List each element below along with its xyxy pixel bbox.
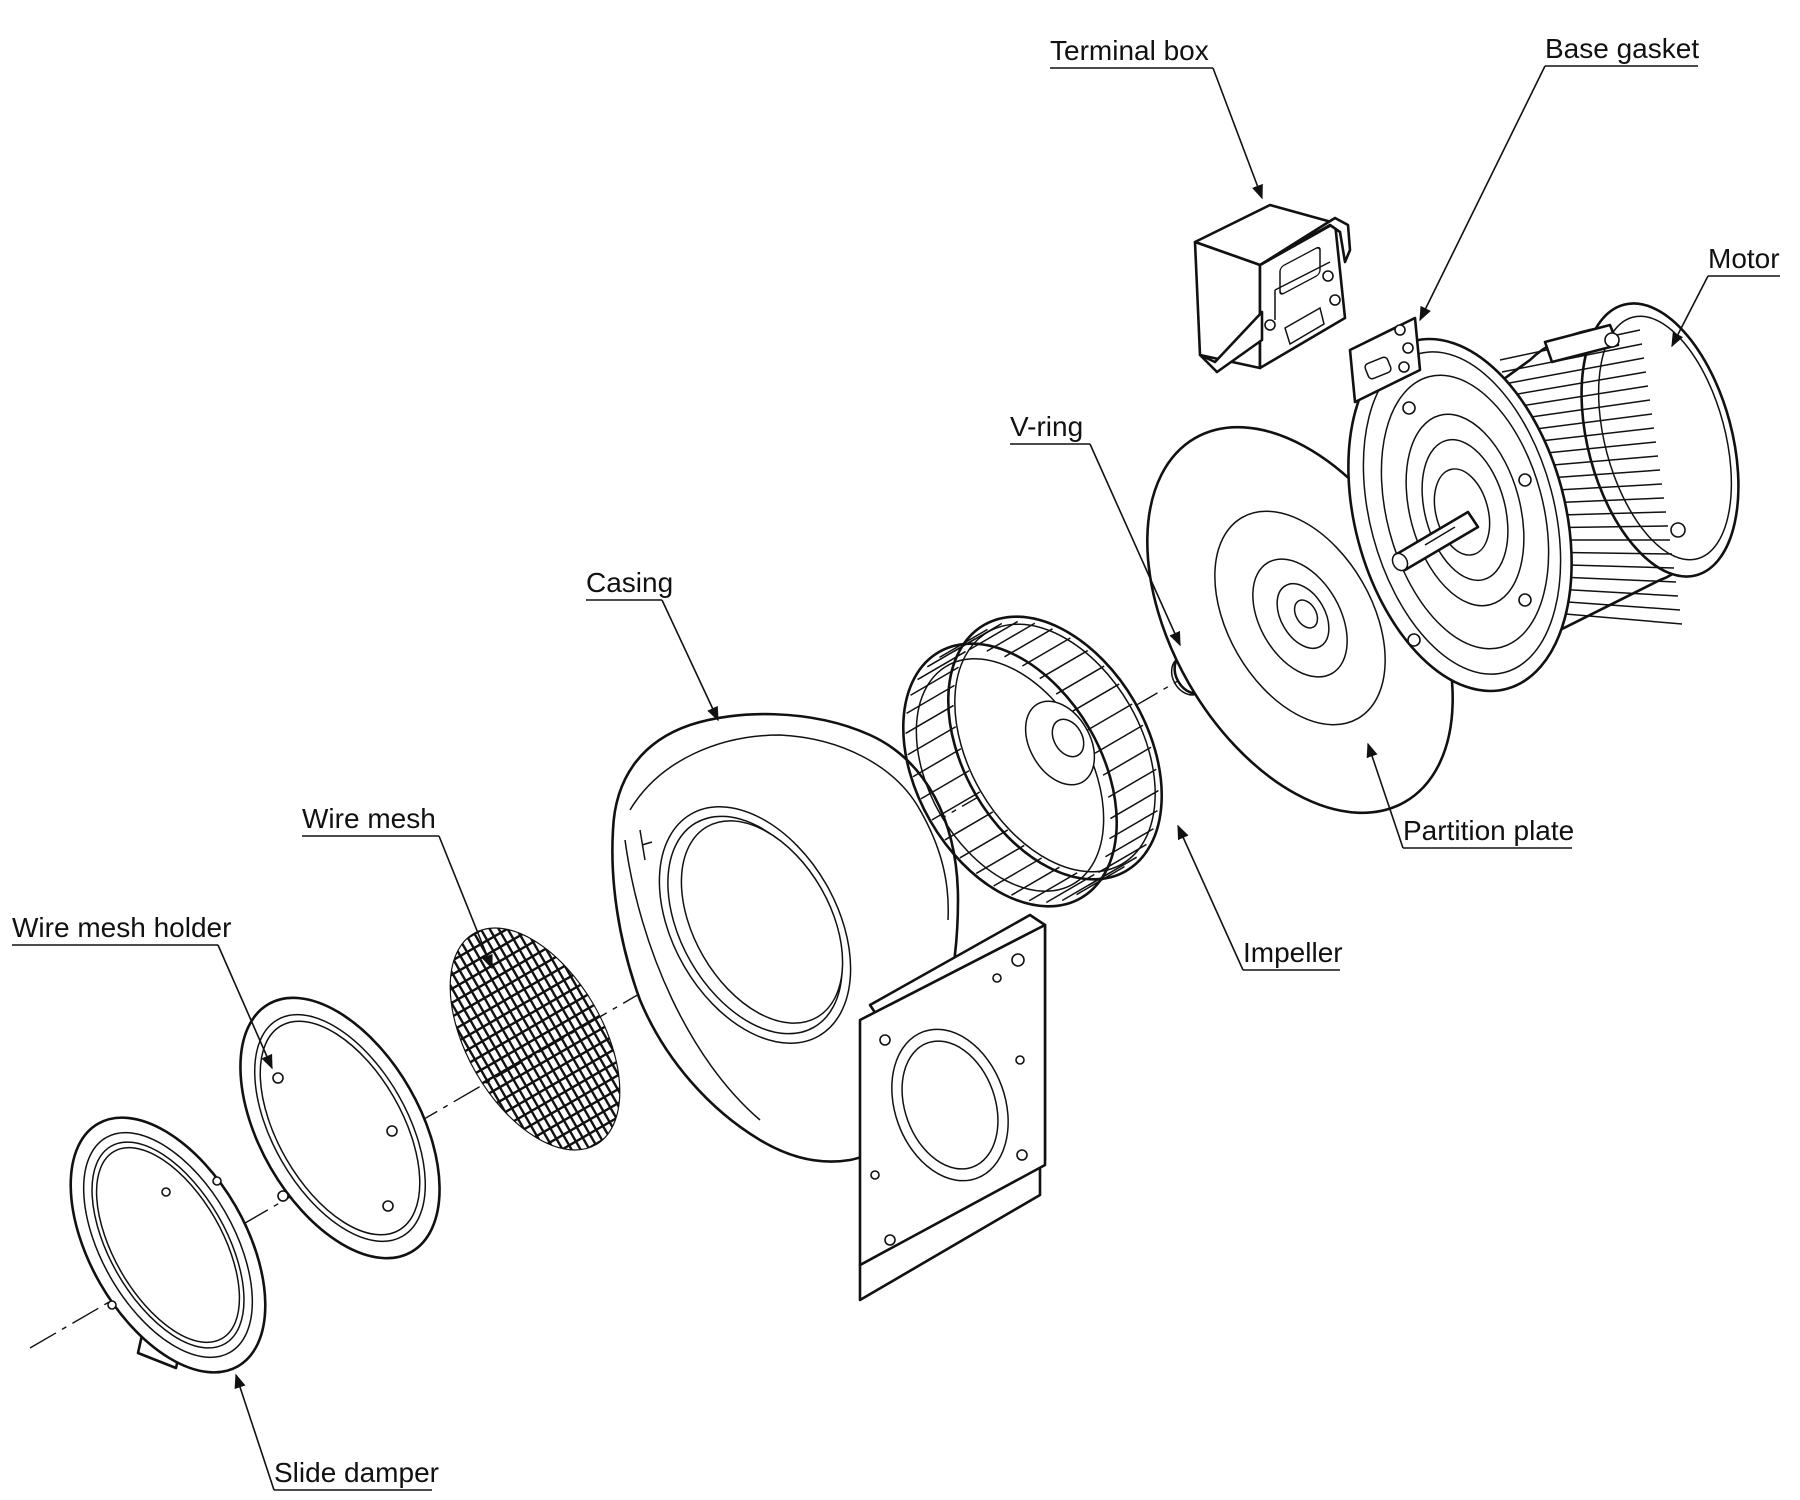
wire-mesh-holder-part bbox=[239, 996, 441, 1260]
svg-text:Slide damper: Slide damper bbox=[274, 1457, 439, 1488]
label-wire-mesh-holder: Wire mesh holder bbox=[12, 912, 231, 946]
svg-text:Wire mesh holder: Wire mesh holder bbox=[12, 912, 231, 943]
svg-text:Terminal box: Terminal box bbox=[1050, 35, 1209, 66]
label-slide-damper: Slide damper bbox=[274, 1457, 439, 1491]
svg-text:Base gasket: Base gasket bbox=[1545, 33, 1699, 64]
leader-lines bbox=[217, 65, 1709, 1491]
svg-text:Casing: Casing bbox=[586, 567, 673, 598]
slide-damper-part bbox=[69, 1116, 267, 1374]
label-wire-mesh: Wire mesh bbox=[302, 803, 439, 837]
label-v-ring: V-ring bbox=[1010, 411, 1090, 445]
svg-text:Motor: Motor bbox=[1708, 243, 1780, 274]
casing-part bbox=[611, 712, 1047, 1302]
label-partition-plate: Partition plate bbox=[1403, 815, 1574, 849]
label-motor: Motor bbox=[1708, 243, 1780, 277]
terminal-box-part bbox=[1193, 203, 1352, 374]
svg-text:V-ring: V-ring bbox=[1010, 411, 1083, 442]
label-casing: Casing bbox=[586, 567, 673, 601]
svg-text:Wire mesh: Wire mesh bbox=[302, 803, 436, 834]
label-terminal-box: Terminal box bbox=[1050, 35, 1213, 69]
label-impeller: Impeller bbox=[1243, 937, 1343, 971]
svg-text:Partition plate: Partition plate bbox=[1403, 815, 1574, 846]
label-base-gasket: Base gasket bbox=[1545, 33, 1699, 67]
base-gasket-part bbox=[1348, 316, 1422, 404]
motor-part bbox=[1347, 302, 1740, 693]
svg-text:Impeller: Impeller bbox=[1243, 937, 1343, 968]
impeller-part bbox=[901, 615, 1164, 908]
